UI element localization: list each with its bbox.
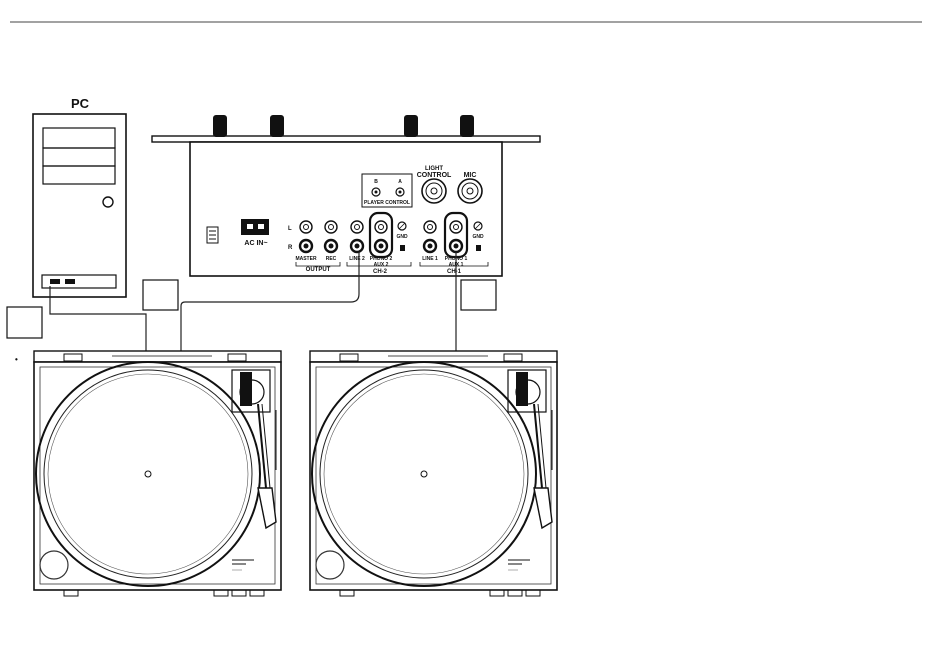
- turntable-left: [34, 351, 281, 596]
- counterweight-icon: [240, 372, 252, 406]
- callout-box-ch1: [461, 280, 496, 310]
- left-channel-label: L: [288, 226, 292, 232]
- drive-bay-1: [43, 128, 115, 148]
- ch1-line-label: LINE 1: [422, 256, 438, 262]
- drive-bay-2: [43, 148, 115, 166]
- turntable-right: [310, 351, 557, 596]
- button-icon: [250, 590, 264, 596]
- power-button-icon: [103, 197, 113, 207]
- button-icon: [232, 590, 246, 596]
- light-control-label-bottom: CONTROL: [417, 172, 452, 179]
- drive-bay-3: [43, 166, 115, 184]
- callout-box-left: [7, 307, 42, 338]
- mixer-top-plate: [152, 136, 540, 142]
- ch1-label: CH-1: [447, 269, 462, 275]
- player-control-a-label: A: [398, 179, 402, 185]
- pc-label: PC: [71, 96, 90, 111]
- mixer-knobs: [213, 115, 474, 137]
- master-jack-label: MASTER: [295, 256, 317, 262]
- button-icon: [214, 590, 228, 596]
- usb-cable: [50, 286, 146, 352]
- ac-in-label: AC IN~: [244, 240, 267, 247]
- ac-inlet-icon: [241, 219, 269, 235]
- knob-icon: [213, 115, 227, 137]
- ch2-gnd-label: GND: [396, 234, 408, 240]
- output-label: OUTPUT: [306, 267, 331, 273]
- phono-line-switch-icon: [476, 245, 481, 251]
- pc-tower: PC: [33, 96, 126, 297]
- ch2-aux-label: AUX 2: [374, 262, 389, 268]
- player-control-label: PLAYER CONTROL: [364, 200, 410, 206]
- mic-label: MIC: [464, 172, 477, 179]
- right-channel-label: R: [288, 245, 293, 251]
- bullet-marker: •: [15, 355, 18, 364]
- player-control-b-label: B: [374, 179, 378, 185]
- callout-box-ch2: [143, 280, 178, 310]
- foot-icon: [64, 590, 78, 596]
- usb-port-icon: [50, 279, 60, 284]
- rec-jack-label: REC: [326, 256, 337, 262]
- ch1-gnd-label: GND: [472, 234, 484, 240]
- knob-icon: [270, 115, 284, 137]
- usb-port-icon: [65, 279, 75, 284]
- ch2-line-label: LINE 2: [349, 256, 365, 262]
- knob-icon: [404, 115, 418, 137]
- knob-icon: [460, 115, 474, 137]
- ch2-label: CH-2: [373, 269, 388, 275]
- mixer: AC IN~ L R MASTER REC OUTPUT GND LINE 2 …: [152, 115, 540, 276]
- phono-line-switch-icon: [400, 245, 405, 251]
